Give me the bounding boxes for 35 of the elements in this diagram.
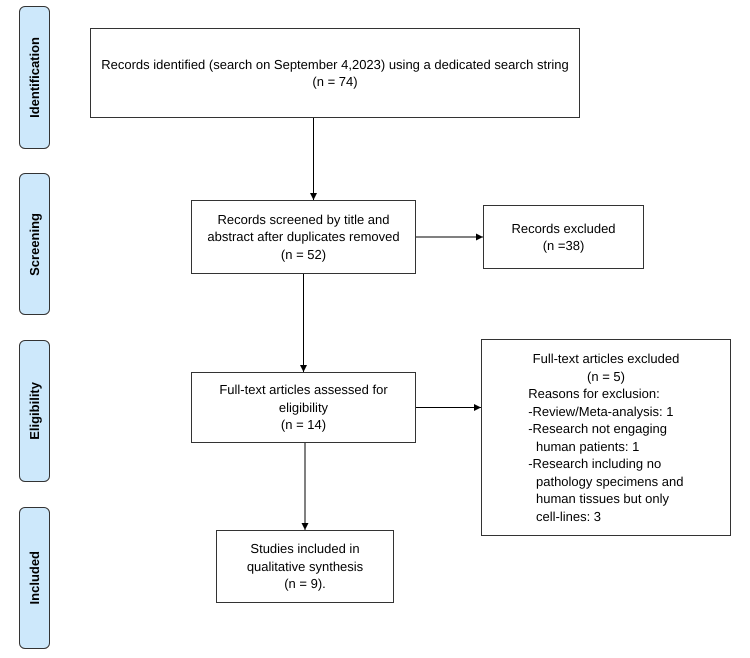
phase-label: Identification xyxy=(28,37,41,118)
process-box xyxy=(90,28,580,118)
box-text: -Research not engaging human patients: 1 xyxy=(527,420,668,455)
arrow xyxy=(416,234,484,240)
arrow xyxy=(302,442,308,530)
phase-band xyxy=(19,340,50,482)
box-text: Studies included in qualitative synthesis xyxy=(246,540,364,576)
arrow xyxy=(310,118,317,200)
process-box xyxy=(483,205,644,269)
box-text: Full-text articles assessed for eligibility xyxy=(218,381,389,416)
phase-band xyxy=(19,173,50,315)
box-text: Records identified (search on September 4,2023) using a dedicated search string xyxy=(101,56,569,73)
arrow xyxy=(416,404,482,411)
phase-label: Eligibility xyxy=(28,382,41,440)
box-text: Full-text articles excluded xyxy=(532,350,680,368)
box-text: Records excluded xyxy=(511,220,616,237)
phase-label: Screening xyxy=(28,212,41,276)
box-text: (n = 14) xyxy=(280,416,326,434)
box-text: Records screened by title and abstract after duplicates removed xyxy=(206,210,401,246)
box-text: -Research including no pathology specimens and human tissues but only cell-lines: 3 xyxy=(527,455,684,525)
box-text: (n = 52) xyxy=(280,246,326,264)
box-text: (n = 9). xyxy=(284,575,326,593)
process-box xyxy=(216,530,394,603)
process-box xyxy=(191,372,416,443)
process-box xyxy=(481,339,731,536)
box-text: (n = 74) xyxy=(312,73,358,90)
arrow xyxy=(300,274,307,372)
process-box xyxy=(191,200,416,274)
phase-band xyxy=(19,507,50,649)
phase-band xyxy=(19,6,50,149)
phase-label: Included xyxy=(28,551,41,605)
box-text: (n = 5) xyxy=(586,368,626,385)
box-text: Reasons for exclusion: xyxy=(527,385,661,402)
box-text: (n =38) xyxy=(542,237,584,254)
box-text: -Review/Meta-analysis: 1 xyxy=(527,402,674,420)
